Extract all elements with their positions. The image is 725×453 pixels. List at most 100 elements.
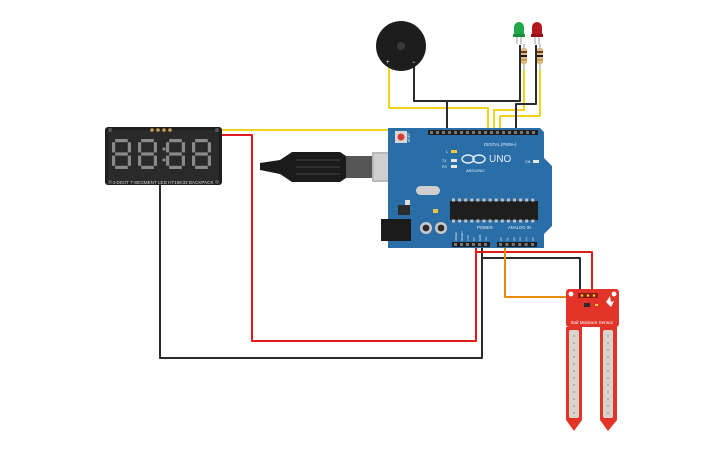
capacitor-2-top [437, 224, 445, 232]
probe-dot [573, 356, 575, 358]
chip-pin [531, 198, 535, 202]
power-pin[interactable] [484, 243, 487, 246]
digital-label: DIGITAL (PWM~) [484, 142, 517, 147]
probe-dot [573, 384, 575, 386]
power-jack[interactable] [381, 219, 411, 241]
header-pin[interactable] [472, 131, 475, 134]
resistor-green[interactable] [521, 44, 527, 70]
mount-hole [215, 128, 219, 132]
analog-pin-label: A0 [499, 237, 503, 241]
uno-label: UNO [489, 154, 511, 165]
header-pin[interactable] [508, 131, 511, 134]
red-led[interactable] [531, 22, 543, 44]
wires [159, 45, 593, 359]
analog-pin-label: A3 [518, 237, 522, 241]
soil-moisture-sensor[interactable]: Soil Moisture Sensor [566, 289, 619, 431]
rx-label: RX [442, 165, 448, 169]
analog-pin[interactable] [524, 243, 528, 246]
sensor-label: Soil Moisture Sensor [571, 320, 614, 325]
arduino-brand: ARDUINO [466, 168, 484, 173]
header-pin[interactable] [502, 131, 505, 134]
wire-buzzer-black[interactable] [413, 66, 448, 132]
probe-dot [573, 363, 575, 365]
analog-pin[interactable] [531, 243, 534, 246]
chip-pin [519, 198, 523, 202]
chip-pin [500, 198, 504, 202]
chip-pin [470, 219, 474, 223]
arduino-logo: ARDUINO [461, 154, 486, 173]
display-digit: 8 [166, 139, 185, 169]
analog-pin[interactable] [505, 243, 509, 246]
header-pin[interactable] [448, 131, 451, 134]
analog-pin[interactable] [518, 243, 522, 246]
piezo-buzzer[interactable]: + − [376, 21, 426, 71]
display-segment [181, 155, 185, 166]
usb-cable[interactable] [260, 152, 410, 182]
power-pin[interactable] [454, 243, 457, 246]
wire-buzzer-yellow[interactable] [388, 66, 489, 132]
wire-led-red-black[interactable] [515, 45, 537, 130]
display-segment [138, 155, 142, 166]
wire-led-gnd[interactable] [447, 45, 521, 102]
wire-display-red[interactable] [222, 134, 477, 342]
wire-sensor-black[interactable] [481, 248, 581, 296]
power-pin-label: 3.3V [466, 235, 470, 241]
green-led[interactable] [513, 22, 525, 44]
power-pin[interactable] [472, 243, 475, 246]
analog-pin-label: A2 [512, 237, 516, 241]
header-pin[interactable] [532, 131, 535, 134]
aref-label: AREF [407, 133, 411, 142]
power-pin[interactable] [466, 243, 469, 246]
probe-dot [573, 335, 575, 337]
probe-dot [607, 370, 609, 372]
display-segment [169, 152, 182, 156]
wire-led-red[interactable] [499, 70, 541, 132]
header-pin[interactable] [442, 131, 445, 134]
header-pin[interactable] [526, 131, 529, 134]
wire-sensor-red[interactable] [475, 248, 593, 296]
header-pin[interactable] [520, 131, 523, 134]
display-segment [169, 139, 182, 143]
chip-pin [452, 219, 455, 223]
chip-pin [476, 219, 480, 223]
chip-pin [531, 219, 535, 223]
display-segment [115, 139, 128, 143]
wire-display-black[interactable] [159, 185, 483, 359]
display-segment [115, 152, 128, 156]
header-pin[interactable] [490, 131, 493, 134]
power-header [452, 242, 490, 247]
header-pin[interactable] [466, 131, 469, 134]
header-pin[interactable] [436, 131, 439, 134]
l-led-label: L [446, 150, 448, 154]
display-segment [192, 142, 196, 153]
header-pin[interactable] [454, 131, 457, 134]
header-pin[interactable] [484, 131, 487, 134]
arduino-uno-board[interactable]: AREF DIGITAL (PWM~) L TX RX ARDUINO UNO … [381, 128, 552, 248]
seven-segment-display[interactable]: 8888 4-DIGIT 7-SEGMENT LED HT16K33 BACKP… [105, 127, 222, 185]
analog-pin-label: A5 [531, 237, 535, 241]
analog-pin[interactable] [499, 243, 502, 246]
display-segment [166, 142, 170, 153]
header-pin[interactable] [460, 131, 463, 134]
display-segment [127, 155, 131, 166]
power-pin[interactable] [460, 243, 463, 246]
display-segment [112, 142, 116, 153]
sensor-mount-hole [568, 291, 574, 297]
header-pin[interactable] [514, 131, 517, 134]
reset-button-cap[interactable] [397, 133, 405, 141]
power-pin[interactable] [478, 243, 481, 246]
digital-pins [430, 131, 535, 134]
resistor-red[interactable] [537, 44, 543, 70]
wire-sensor-orange[interactable] [504, 248, 572, 298]
capacitor-1-top [422, 224, 430, 232]
analog-pin[interactable] [511, 243, 515, 246]
wire-led-green[interactable] [493, 70, 525, 132]
display-segment [138, 142, 142, 153]
probe-dot [607, 398, 609, 400]
header-pin[interactable] [496, 131, 499, 134]
analog-pin-label: A4 [525, 237, 529, 241]
chip-pins [452, 198, 535, 223]
header-pin[interactable] [430, 131, 433, 134]
header-pin[interactable] [478, 131, 481, 134]
